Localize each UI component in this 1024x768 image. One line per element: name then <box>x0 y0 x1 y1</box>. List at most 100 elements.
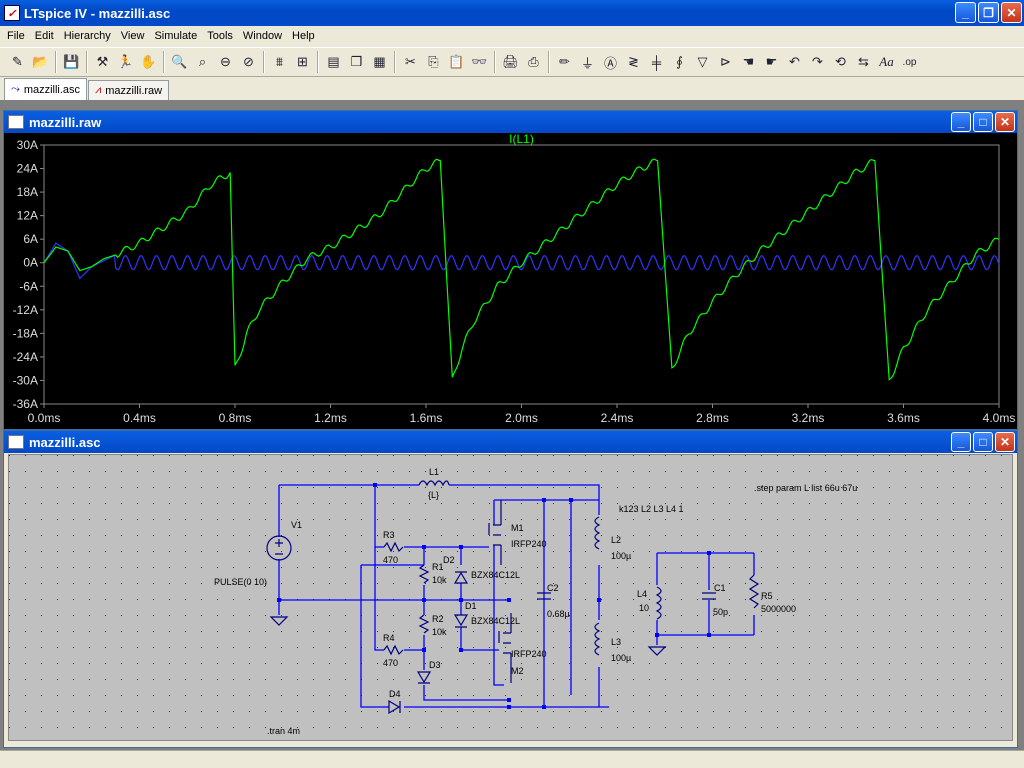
value-R2: 10k <box>432 627 447 637</box>
value-R4: 470 <box>383 658 398 668</box>
schematic-window-titlebar[interactable]: mazzilli.asc <box>4 431 1017 453</box>
halt-icon[interactable]: ✋ <box>140 54 157 69</box>
waveform-icon[interactable]: ⊞ <box>297 54 308 69</box>
new-schematic-icon[interactable]: ✎ <box>12 54 23 69</box>
y-tick-label: 12A <box>17 209 38 223</box>
x-tick-label: 0.4ms <box>123 411 156 425</box>
ground-icon[interactable]: ⏚ <box>580 55 594 71</box>
print-setup-icon[interactable]: 🖨 <box>502 54 519 69</box>
rotate-icon[interactable]: ⟲ <box>835 54 846 69</box>
diode-icon[interactable]: ▽ <box>697 54 708 69</box>
maximize-button[interactable]: □ <box>973 432 993 452</box>
y-tick-label: 18A <box>17 185 38 199</box>
text-icon[interactable]: Aa <box>879 54 894 69</box>
label-M2: M2 <box>511 666 524 676</box>
tile-horizontal-icon[interactable]: ▤ <box>327 54 340 69</box>
schematic-canvas[interactable]: L1 {L} V1 PULSE(0 10) R3 470 R1 10k D2 B… <box>8 454 1014 742</box>
open-icon[interactable]: 📂 <box>32 54 49 69</box>
component-icon[interactable]: ⊳ <box>720 54 731 69</box>
value-L1: {L} <box>428 490 439 500</box>
spice-directive-icon[interactable]: .op <box>902 56 917 68</box>
menu-tools[interactable]: Tools <box>207 30 233 42</box>
waveform-window-titlebar[interactable]: mazzilli.raw <box>4 111 1017 133</box>
undo-icon[interactable]: ↶ <box>789 54 800 69</box>
zoom-out-icon[interactable]: ⊖ <box>220 54 231 69</box>
label-R5: R5 <box>761 591 773 601</box>
autorange-icon[interactable]: ⩩ <box>276 54 283 69</box>
step-directive[interactable]: .step param L list 66u 67u <box>754 483 857 493</box>
menu-bar: File Edit Hierarchy View Simulate Tools Window… <box>0 26 1024 46</box>
y-tick-label: 24A <box>17 162 38 176</box>
label-C1: C1 <box>714 583 726 593</box>
move-icon[interactable]: ☚ <box>742 54 755 69</box>
y-tick-label: 0A <box>23 256 38 270</box>
y-tick-label: -12A <box>13 303 38 317</box>
waveform-plot[interactable]: 30A24A18A12A6A0A-6A-12A-18A-24A-30A-36A0… <box>4 132 1017 429</box>
minimize-button[interactable]: _ <box>955 2 976 23</box>
x-tick-label: 2.4ms <box>601 411 634 425</box>
print-icon[interactable]: ⎙ <box>528 54 539 69</box>
value-L2: 100µ <box>611 551 631 561</box>
minimize-button[interactable]: _ <box>951 432 971 452</box>
resistor-icon[interactable]: ≷ <box>628 54 639 69</box>
label-M1: M1 <box>511 523 524 533</box>
tab-schematic[interactable]: ⤳ mazzilli.asc <box>4 78 88 100</box>
run-icon[interactable]: 🏃 <box>117 54 134 69</box>
menu-view[interactable]: View <box>120 30 145 42</box>
copy-icon[interactable]: ⎘ <box>428 54 439 69</box>
cascade-icon[interactable]: ❒ <box>350 54 363 69</box>
menu-simulate[interactable]: Simulate <box>154 30 198 42</box>
x-tick-label: 2.8ms <box>696 411 729 425</box>
coupling-directive[interactable]: k123 L2 L3 L4 1 <box>619 504 684 514</box>
restore-button[interactable]: ❐ <box>978 2 999 23</box>
menu-help[interactable]: Help <box>292 30 315 42</box>
zoom-fit-icon[interactable]: ⊘ <box>243 54 254 69</box>
menu-edit[interactable]: Edit <box>34 30 54 42</box>
label-net-icon[interactable]: Ⓐ <box>603 55 617 71</box>
schematic-drawing[interactable]: L1 {L} V1 PULSE(0 10) R3 470 R1 10k D2 B… <box>9 455 1014 742</box>
menu-hierarchy[interactable]: Hierarchy <box>63 30 111 42</box>
minimize-button[interactable]: _ <box>951 112 971 132</box>
save-icon[interactable]: 💾 <box>63 54 80 69</box>
find-icon[interactable]: 👓 <box>471 54 488 69</box>
drag-icon[interactable]: ☛ <box>765 54 778 69</box>
app-title: LTspice IV - mazzilli.asc <box>24 5 171 21</box>
tran-directive[interactable]: .tran 4m <box>267 726 300 736</box>
series-line <box>43 158 1000 381</box>
label-D1: D1 <box>465 601 477 611</box>
inductor-icon[interactable]: ∮ <box>676 54 683 69</box>
zoom-pan-icon[interactable]: ⌕ <box>198 54 207 69</box>
menu-window[interactable]: Window <box>242 30 283 42</box>
label-C2: C2 <box>547 583 559 593</box>
tab-label: mazzilli.raw <box>105 84 163 97</box>
close-button[interactable]: ✕ <box>995 432 1015 452</box>
capacitor-icon[interactable]: ╪ <box>651 54 662 70</box>
value-C1: 50p <box>713 607 728 617</box>
label-V1: V1 <box>291 520 302 530</box>
y-tick-label: -24A <box>13 350 38 364</box>
maximize-button[interactable]: □ <box>973 112 993 132</box>
waveform-window-title: mazzilli.raw <box>29 114 102 130</box>
cut-icon[interactable]: ✂ <box>405 54 416 69</box>
close-button[interactable]: ✕ <box>995 112 1015 132</box>
x-tick-label: 4.0ms <box>983 411 1016 425</box>
paste-icon[interactable]: 📋 <box>448 54 465 69</box>
tab-waveform[interactable]: ⩘ mazzilli.raw <box>88 80 170 100</box>
label-L4: L4 <box>637 589 647 599</box>
y-tick-label: -30A <box>13 373 38 387</box>
menu-file[interactable]: File <box>7 30 25 42</box>
zoom-in-icon[interactable]: 🔍 <box>171 54 188 69</box>
control-panel-icon[interactable]: ⚒ <box>96 54 109 69</box>
label-D3: D3 <box>429 660 441 670</box>
x-tick-label: 1.6ms <box>410 411 443 425</box>
redo-icon[interactable]: ↷ <box>812 54 823 69</box>
schematic-window[interactable]: mazzilli.asc _ □ ✕ <box>3 430 1018 748</box>
trace-label[interactable]: I(L1) <box>509 132 534 146</box>
close-button[interactable]: ✕ <box>1001 2 1022 23</box>
draw-wire-icon[interactable]: ✏ <box>559 54 570 69</box>
mirror-icon[interactable]: ⇆ <box>858 54 869 69</box>
tile-vertical-icon[interactable]: ▦ <box>373 54 386 69</box>
